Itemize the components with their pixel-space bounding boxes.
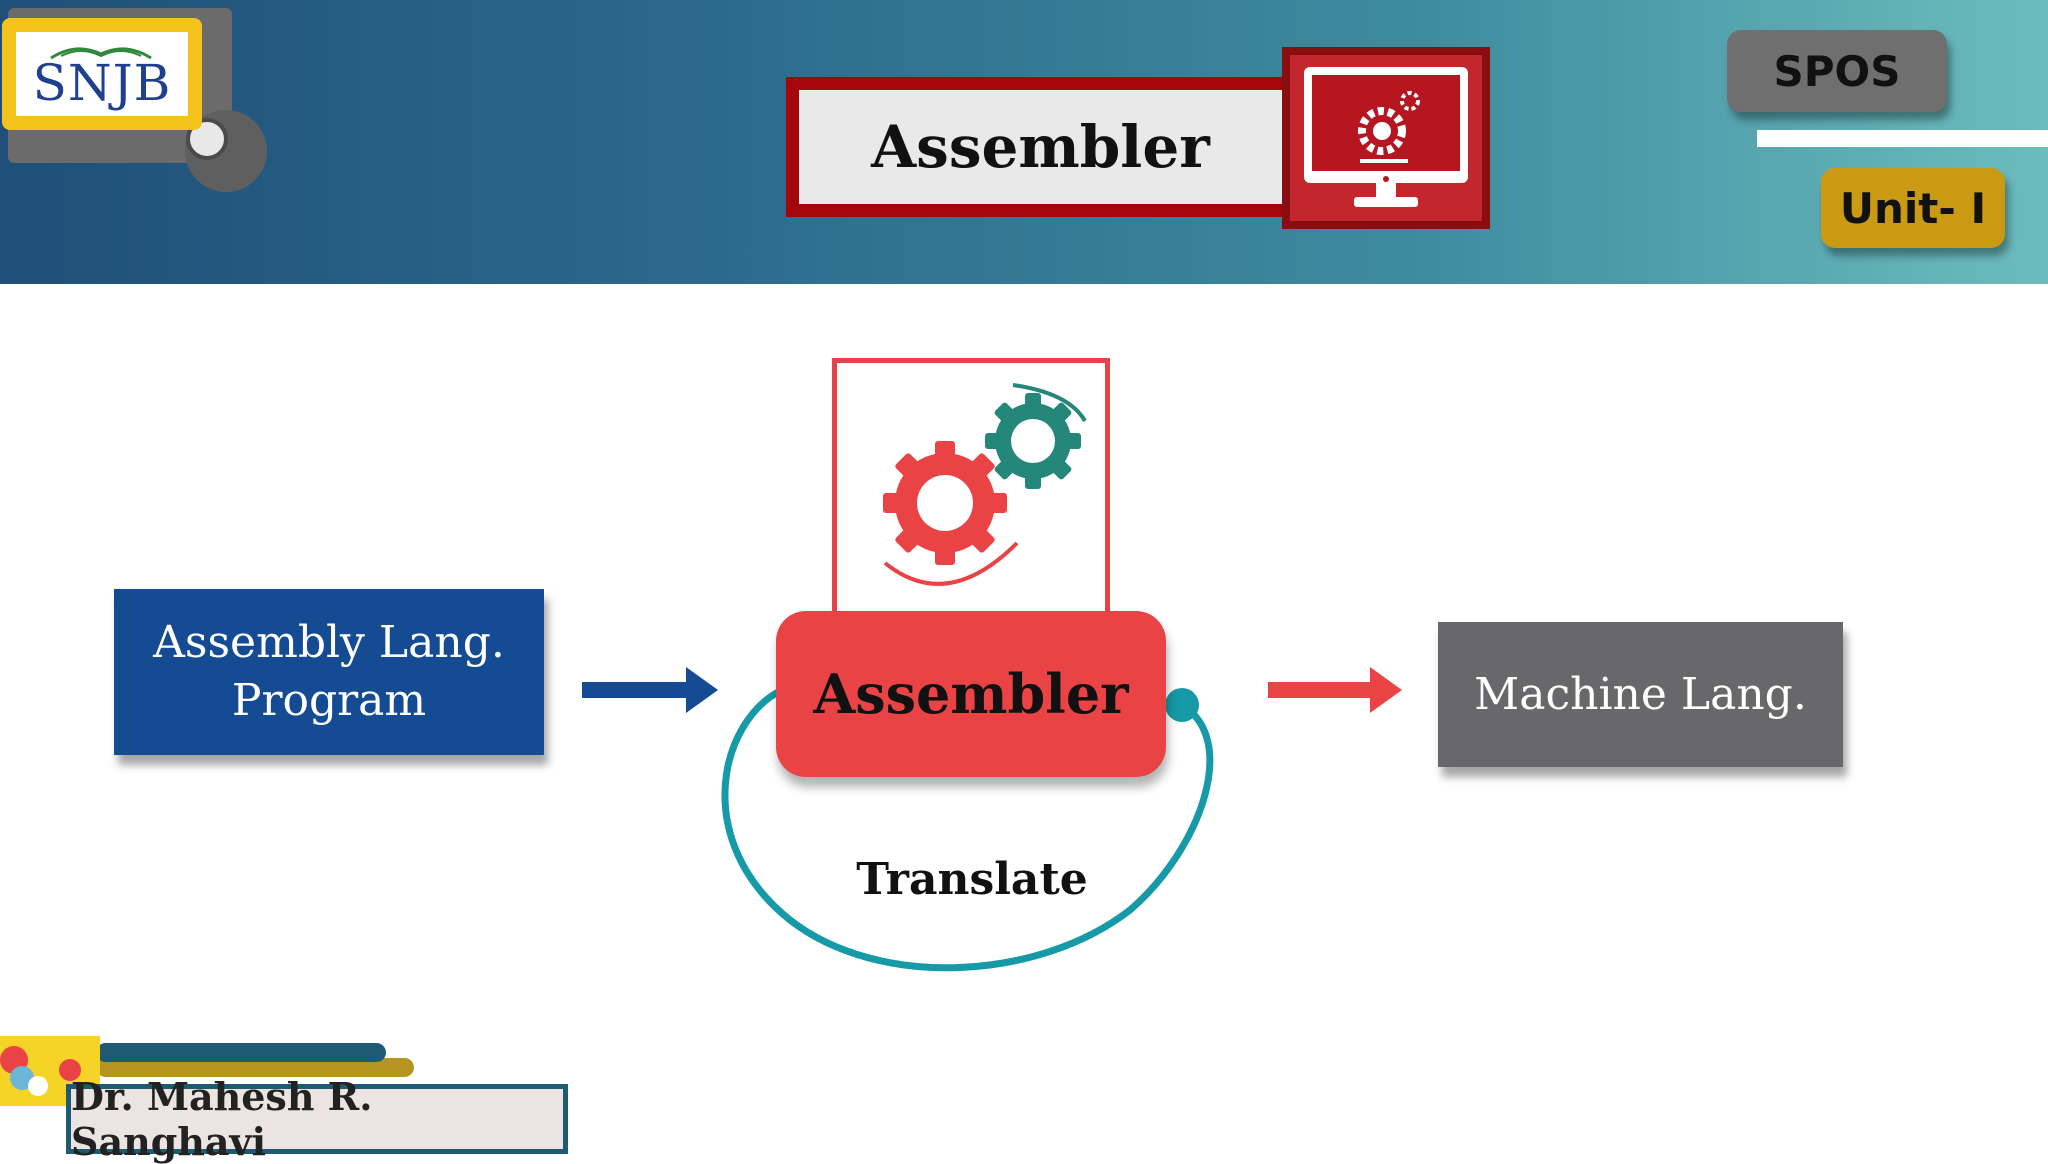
translate-loop-arc — [721, 686, 1214, 972]
footer-bar-teal — [96, 1043, 386, 1062]
assembler-box: Assembler — [776, 611, 1166, 777]
divider-line — [1757, 130, 2048, 147]
translate-label: Translate — [856, 853, 1088, 905]
bubbles-icon — [0, 1046, 81, 1096]
monitor-panel — [1282, 47, 1490, 229]
gears-icon — [883, 383, 1087, 586]
document-panel — [832, 358, 1110, 628]
subject-badge: SPOS — [1727, 30, 1947, 112]
input-label-line2: Program — [231, 675, 427, 726]
author-name: Dr. Mahesh R. Sanghavi — [66, 1074, 568, 1164]
book-leaf-icon — [50, 47, 152, 60]
arrow-right-icon — [582, 667, 718, 713]
page-title: Assembler — [786, 77, 1282, 217]
logo-dot — [186, 118, 228, 160]
input-label-line1: Assembly Lang. — [153, 617, 505, 668]
monitor-gear-icon — [1304, 67, 1468, 207]
output-box: Machine Lang. — [1438, 622, 1843, 767]
logo: SNJB — [16, 32, 188, 116]
logo-text: SNJB — [32, 54, 172, 112]
input-box: Assembly Lang. Program — [114, 589, 544, 755]
footer-bar-gold — [96, 1058, 414, 1077]
arrow-right-icon — [1268, 667, 1402, 713]
unit-badge: Unit- I — [1821, 168, 2005, 248]
